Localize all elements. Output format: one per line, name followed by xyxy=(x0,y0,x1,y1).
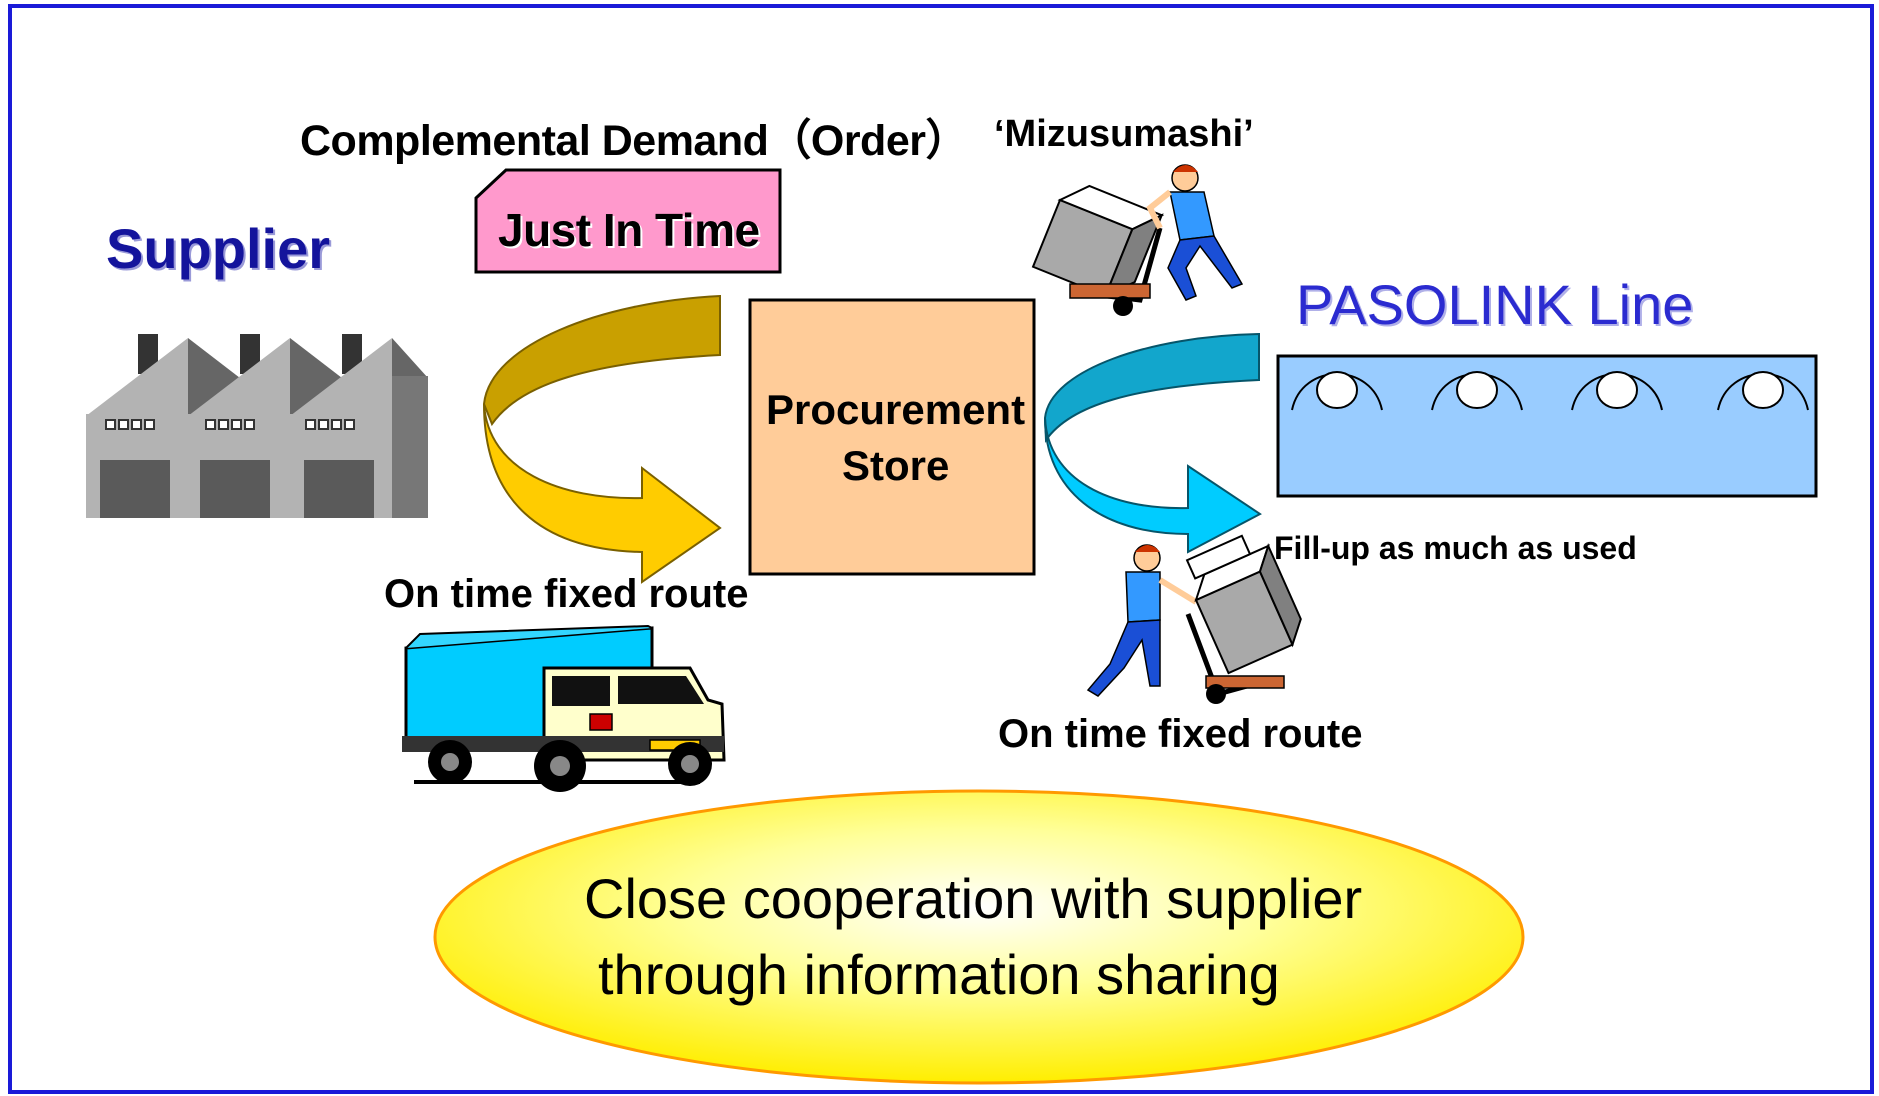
slide-border xyxy=(8,4,1874,1094)
on-time-fixed-route-right: On time fixed route xyxy=(998,712,1363,756)
just-in-time-label: Just In Time xyxy=(498,204,760,256)
just-in-time-box xyxy=(474,168,782,274)
procurement-store-line2: Store xyxy=(842,442,950,489)
mizusumashi-label: ‘Mizusumashi’ xyxy=(994,113,1254,155)
conveyor-stations xyxy=(1291,371,1809,411)
procurement-store-box xyxy=(748,298,1036,576)
cart-worker-icon xyxy=(1031,164,1244,316)
cart-worker-icon xyxy=(1086,534,1302,704)
cooperation-line2: through information sharing xyxy=(598,943,1280,1006)
pasolink-line-label: PASOLINK Line xyxy=(1296,273,1694,336)
complemental-demand-label: Complemental Demand（Order） xyxy=(300,117,968,165)
factory-icon xyxy=(86,334,428,518)
truck-icon xyxy=(402,624,726,792)
on-time-fixed-route-left: On time fixed route xyxy=(384,572,749,616)
cooperation-ellipse xyxy=(433,789,1525,1085)
cooperation-line1: Close cooperation with supplier xyxy=(584,867,1363,930)
pasolink-line-box xyxy=(1276,354,1818,498)
supplier-to-store-arrow xyxy=(482,294,722,584)
fill-up-label: Fill-up as much as used xyxy=(1274,530,1637,566)
store-to-line-arrow xyxy=(1043,332,1262,554)
supplier-label: Supplier xyxy=(106,217,331,280)
procurement-store-line1: Procurement xyxy=(766,386,1026,433)
